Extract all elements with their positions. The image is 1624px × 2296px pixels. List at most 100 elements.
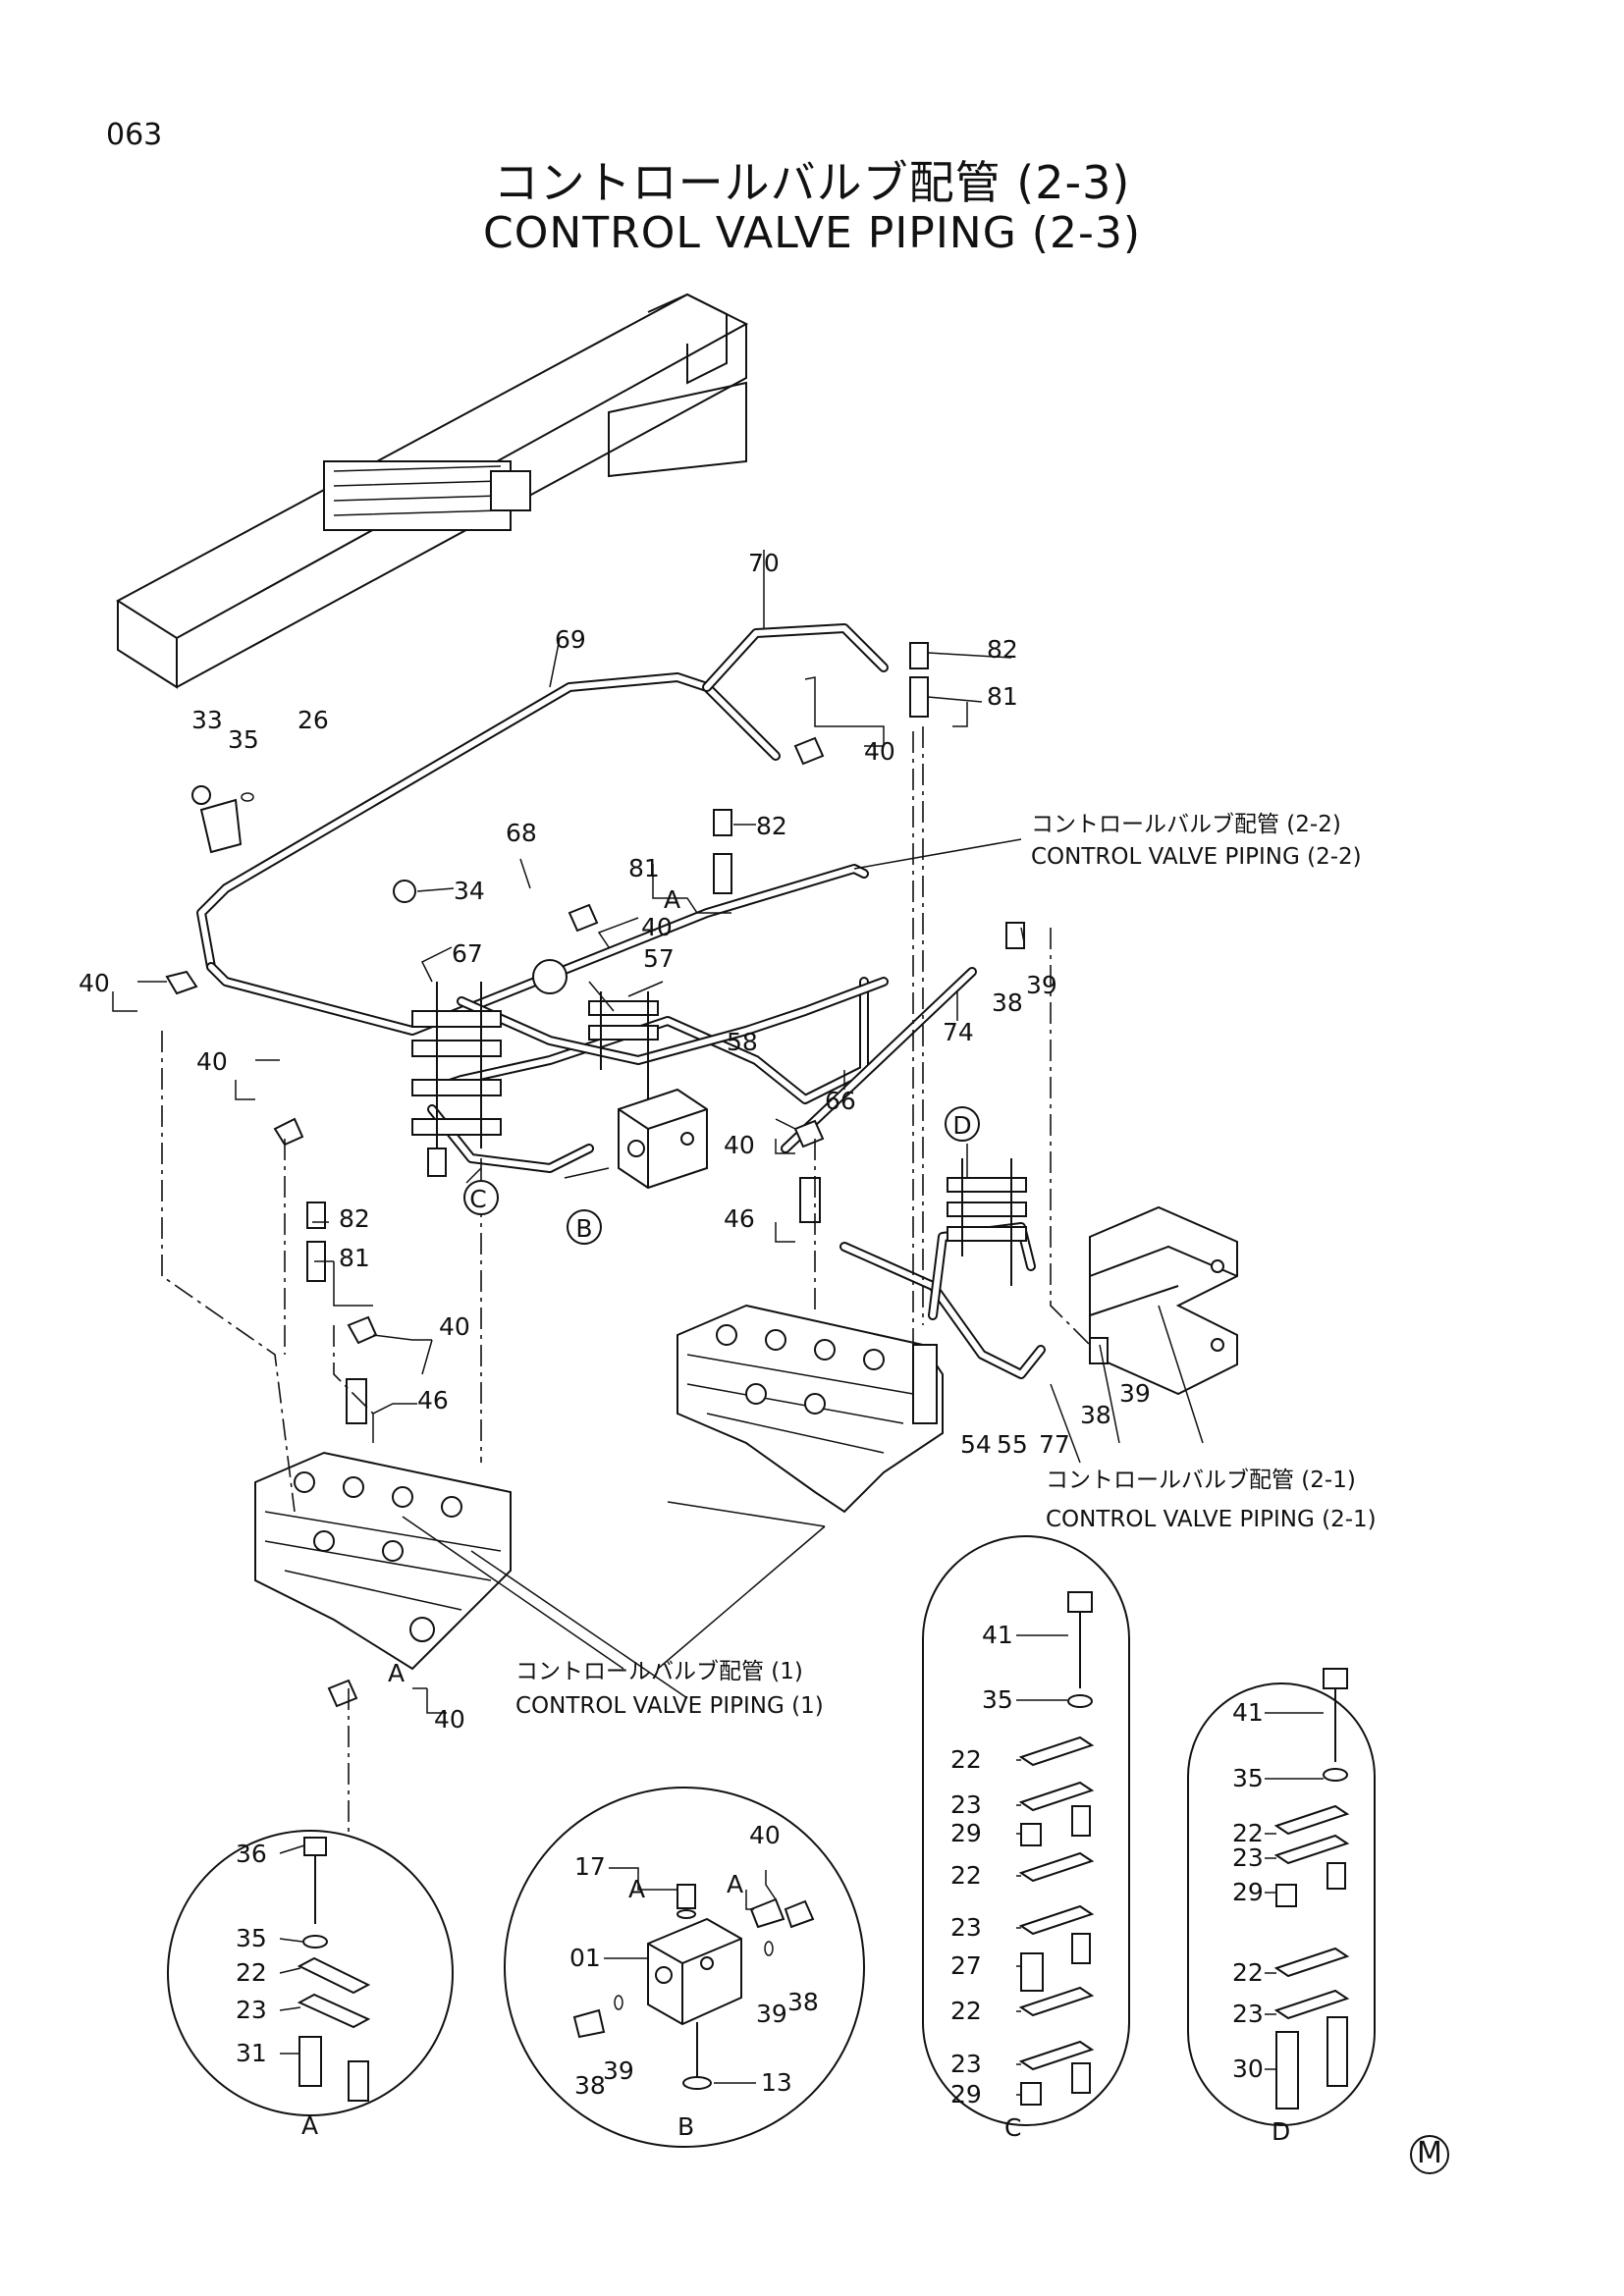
callout-35: 35 <box>228 725 259 754</box>
callout-81b: 81 <box>628 854 660 882</box>
callout-labels: 70 82 81 69 40 33 35 26 68 34 81 82 A 40… <box>79 549 1151 1734</box>
detail-a-part-23: 23 <box>236 1996 267 2024</box>
ref-2-2-jp: コントロールバルブ配管 (2-2) <box>1031 812 1341 837</box>
detail-b-part-39b: 39 <box>603 2056 634 2085</box>
detail-d-part-22b: 22 <box>1232 1958 1264 1987</box>
callout-46b: 46 <box>417 1386 449 1415</box>
detail-a-label: A <box>301 2111 318 2140</box>
valve-manifold-right <box>1089 1205 1238 1396</box>
callout-57: 57 <box>643 944 675 973</box>
callout-38b: 38 <box>1080 1401 1111 1429</box>
clamp-stack-d <box>947 1158 1027 1286</box>
detail-b-part-40: 40 <box>749 1821 781 1849</box>
detail-a-part-31: 31 <box>236 2039 267 2067</box>
console-beam <box>116 293 749 689</box>
callout-40e: 40 <box>724 1131 755 1159</box>
page-number: 063 <box>106 118 163 152</box>
detail-d-part-41: 41 <box>1232 1698 1264 1727</box>
detail-b-part-38b: 38 <box>574 2071 606 2100</box>
detail-c-part-22c: 22 <box>950 1997 982 2025</box>
callout-a-left: A <box>664 885 680 914</box>
callout-82: 82 <box>987 635 1018 664</box>
detail-view-c: 41 35 22 23 29 22 23 27 22 23 29 C <box>922 1535 1130 2142</box>
callout-82c: 82 <box>339 1204 370 1233</box>
callout-69: 69 <box>555 625 586 654</box>
callout-b-marker: B <box>575 1214 592 1243</box>
control-valve-left <box>254 1451 512 1671</box>
leaders <box>112 550 1204 1714</box>
detail-d-part-23a: 23 <box>1232 1843 1264 1872</box>
detail-a-part-36: 36 <box>236 1840 267 1868</box>
detail-c-part-27: 27 <box>950 1951 982 1980</box>
callout-58: 58 <box>727 1028 758 1056</box>
callout-67: 67 <box>452 939 483 968</box>
callout-70: 70 <box>748 549 780 577</box>
callout-46: 46 <box>724 1204 755 1233</box>
corner-mark: M <box>1410 2135 1449 2174</box>
callout-40c: 40 <box>79 969 110 997</box>
callout-33: 33 <box>191 706 223 734</box>
detail-b-part-a1: A <box>628 1875 645 1903</box>
ref-2-1-en: CONTROL VALVE PIPING (2-1) <box>1046 1507 1377 1532</box>
detail-c-part-23b: 23 <box>950 1913 982 1942</box>
pipe-74 <box>781 967 977 1153</box>
valve-block-b <box>618 1088 708 1190</box>
detail-b-part-13: 13 <box>761 2068 792 2097</box>
detail-d-part-35: 35 <box>1232 1764 1264 1792</box>
detail-c-part-23c: 23 <box>950 2050 982 2078</box>
clamp-stack-c <box>411 982 502 1177</box>
callout-66: 66 <box>825 1087 856 1115</box>
detail-view-d: 41 35 22 23 29 22 23 30 D <box>1187 1668 1376 2146</box>
fittings <box>165 642 1109 1708</box>
callout-68: 68 <box>506 819 537 847</box>
clamp-stack-57 <box>588 991 659 1099</box>
letter-markers <box>463 959 980 1245</box>
pipe-run-upper <box>206 864 869 1036</box>
detail-b-part-a2: A <box>727 1870 743 1898</box>
callout-82b: 82 <box>756 812 787 840</box>
detail-d-label: D <box>1272 2117 1290 2146</box>
detail-view-b: 17 A 40 A 01 39 38 38 39 13 B <box>504 1787 865 2148</box>
callout-55: 55 <box>997 1430 1028 1459</box>
callout-40g: 40 <box>434 1705 465 1734</box>
detail-c-part-29a: 29 <box>950 1819 982 1847</box>
detail-a-part-35: 35 <box>236 1924 267 1952</box>
callout-39: 39 <box>1026 971 1057 999</box>
detail-c-part-22b: 22 <box>950 1861 982 1890</box>
detail-a-part-22: 22 <box>236 1958 267 1987</box>
detail-b-part-39a: 39 <box>756 2000 787 2028</box>
ref-1-en: CONTROL VALVE PIPING (1) <box>515 1693 824 1719</box>
callout-39b: 39 <box>1119 1379 1151 1408</box>
detail-c-part-22a: 22 <box>950 1745 982 1774</box>
detail-d-part-23b: 23 <box>1232 2000 1264 2028</box>
detail-d-part-29: 29 <box>1232 1878 1264 1906</box>
detail-c-part-23a: 23 <box>950 1790 982 1819</box>
detail-b-part-01: 01 <box>569 1944 601 1972</box>
ref-2-1-jp: コントロールバルブ配管 (2-1) <box>1046 1468 1356 1493</box>
detail-c-part-29b: 29 <box>950 2080 982 2109</box>
callout-c-marker: C <box>469 1185 486 1213</box>
callout-34: 34 <box>454 877 485 905</box>
callout-40f: 40 <box>439 1312 470 1341</box>
callout-81c: 81 <box>339 1244 370 1272</box>
pipe-70 <box>702 623 889 692</box>
callout-77: 77 <box>1039 1430 1070 1459</box>
callout-54: 54 <box>960 1430 992 1459</box>
page-title-japanese: コントロールバルブ配管 (2-3) <box>493 156 1131 209</box>
control-valve-center <box>677 1304 944 1514</box>
detail-b-label: B <box>677 2112 694 2141</box>
detail-view-a: 36 35 22 23 31 A <box>167 1830 454 2140</box>
ref-1-jp: コントロールバルブ配管 (1) <box>515 1659 803 1684</box>
detail-c-part-41: 41 <box>982 1621 1013 1649</box>
callout-d-marker: D <box>952 1111 971 1140</box>
cross-references: コントロールバルブ配管 (2-2) CONTROL VALVE PIPING (… <box>515 812 1377 1719</box>
callout-40d: 40 <box>196 1047 228 1076</box>
detail-b-part-38a: 38 <box>787 1988 819 2016</box>
callout-74: 74 <box>943 1018 974 1046</box>
detail-c-label: C <box>1004 2113 1021 2142</box>
ref-2-2-en: CONTROL VALVE PIPING (2-2) <box>1031 844 1362 870</box>
detail-c-part-35: 35 <box>982 1685 1013 1714</box>
detail-b-part-17: 17 <box>574 1852 606 1881</box>
callout-81: 81 <box>987 682 1018 711</box>
